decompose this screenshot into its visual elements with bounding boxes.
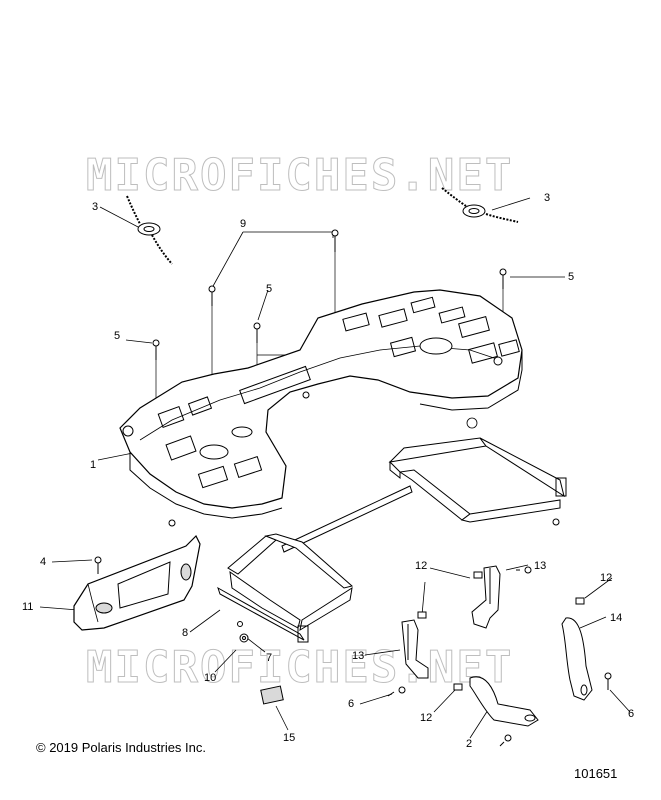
rack-frame bbox=[217, 437, 567, 643]
callout-3-right: 3 bbox=[544, 192, 551, 204]
watermark-top: MICROFICHES.NET bbox=[85, 150, 514, 202]
document-number: 101651 bbox=[574, 766, 618, 781]
plate-11 bbox=[73, 534, 201, 631]
arm-14 bbox=[561, 617, 593, 701]
small-nut-left bbox=[168, 519, 176, 527]
callout-9: 9 bbox=[240, 218, 247, 230]
callout-5-center: 5 bbox=[266, 283, 273, 295]
callout-2: 2 bbox=[466, 738, 473, 750]
callout-14: 14 bbox=[610, 612, 623, 624]
bracket-13-upper bbox=[471, 565, 501, 629]
callout-11: 11 bbox=[22, 601, 34, 613]
arm-2 bbox=[469, 676, 539, 727]
bolt-6-bottom bbox=[499, 734, 512, 747]
copyright-circle-mark bbox=[466, 417, 478, 429]
callout-4: 4 bbox=[40, 556, 47, 568]
washer-7 bbox=[239, 633, 249, 643]
leader-lines bbox=[39, 197, 631, 739]
callout-3-left: 3 bbox=[92, 201, 99, 213]
callout-6-right: 6 bbox=[628, 708, 635, 720]
callout-7: 7 bbox=[266, 652, 273, 664]
bolt-6-left bbox=[387, 686, 406, 697]
clip-12a bbox=[473, 571, 483, 579]
callout-8: 8 bbox=[182, 627, 189, 639]
callout-6-left: 6 bbox=[348, 698, 355, 710]
bolts-top bbox=[152, 229, 507, 360]
callout-13-right: 13 bbox=[534, 560, 547, 572]
callout-1: 1 bbox=[90, 459, 97, 471]
nut-10 bbox=[237, 621, 243, 627]
bolt-6-right bbox=[604, 672, 612, 690]
watermark-bottom: MICROFICHES.NET bbox=[85, 642, 514, 694]
clip-12d bbox=[575, 597, 585, 605]
clip-12c bbox=[453, 683, 463, 691]
cable-lock-right bbox=[441, 187, 519, 223]
bolt-4 bbox=[94, 556, 102, 574]
callout-12-right: 12 bbox=[600, 572, 613, 584]
callout-10: 10 bbox=[204, 672, 217, 684]
cable-lock-left bbox=[126, 195, 173, 265]
callout-13-left: 13 bbox=[352, 650, 365, 662]
pad-15 bbox=[260, 685, 284, 705]
bracket-13-lower bbox=[401, 619, 429, 679]
copyright-text: © 2019 Polaris Industries Inc. bbox=[36, 740, 206, 755]
callout-5-right: 5 bbox=[568, 271, 575, 283]
callout-15: 15 bbox=[283, 732, 296, 744]
callout-12-bottom: 12 bbox=[420, 712, 433, 724]
bolt-6-mid bbox=[516, 566, 532, 574]
small-nut-right bbox=[552, 518, 560, 526]
clip-12b bbox=[417, 611, 427, 619]
callout-5-left: 5 bbox=[114, 330, 121, 342]
callout-12-top: 12 bbox=[415, 560, 428, 572]
rear-rack bbox=[119, 289, 523, 519]
